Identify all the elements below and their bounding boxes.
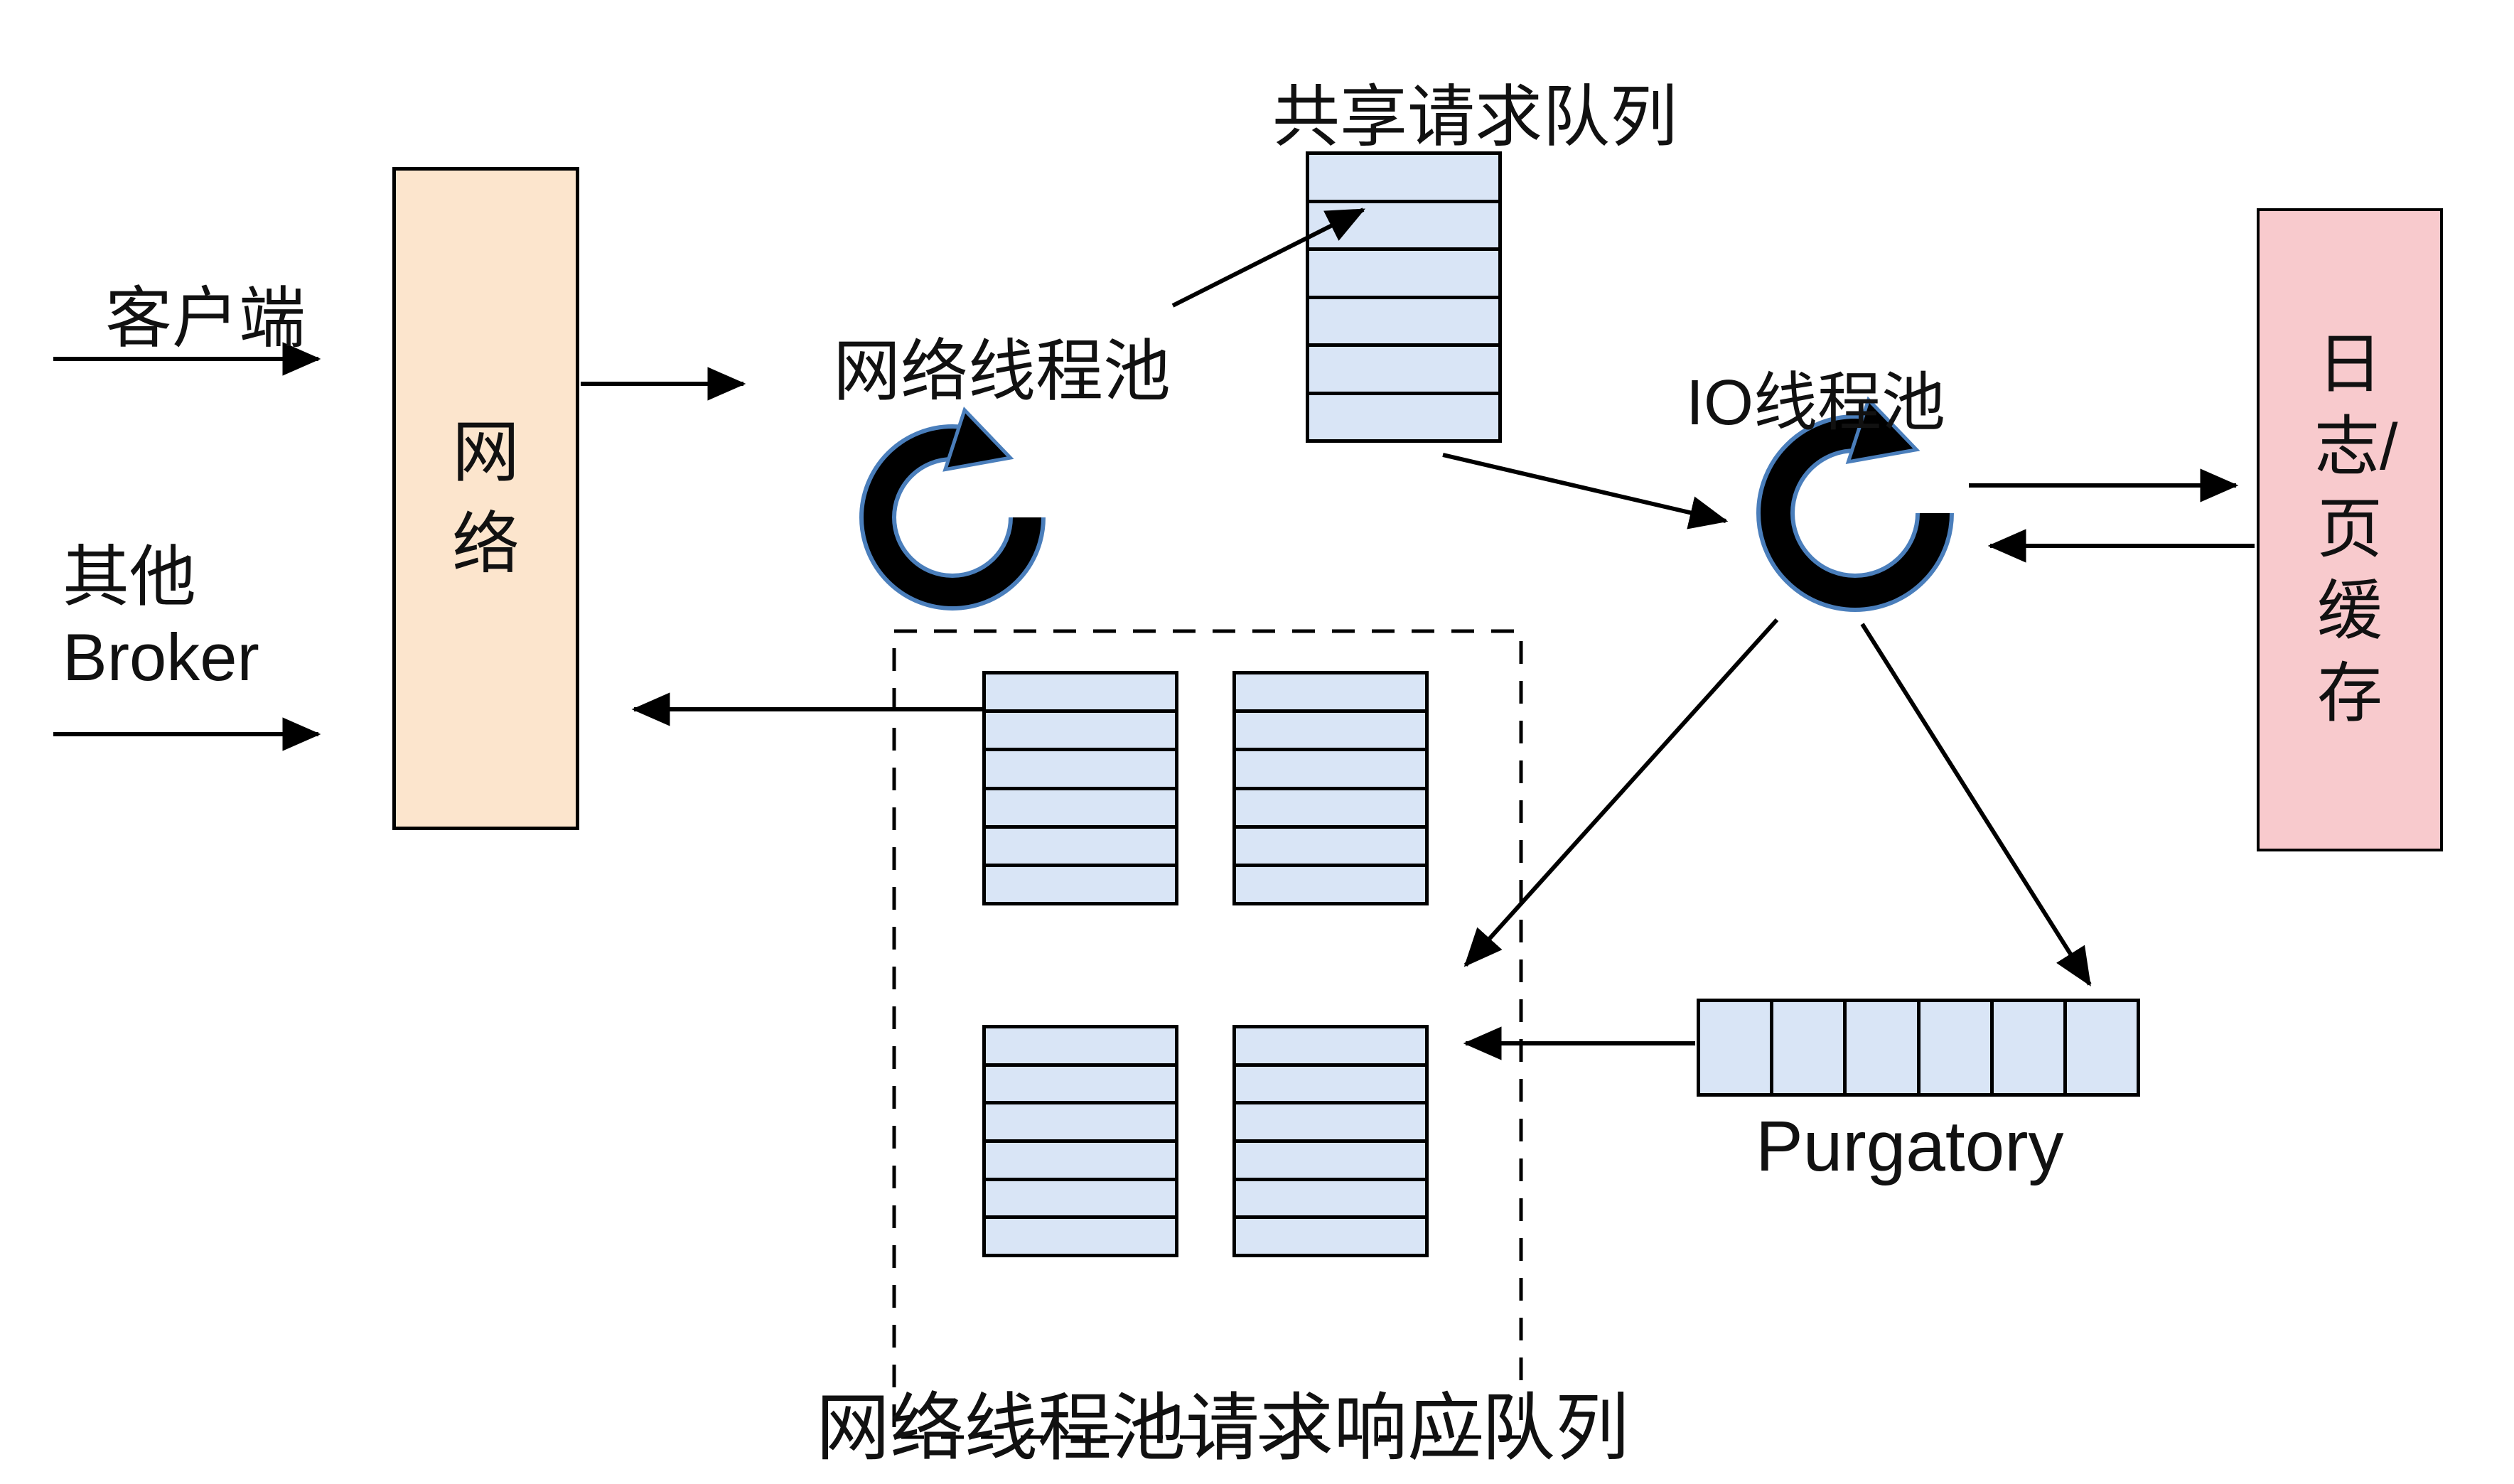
queue-cell (1236, 1101, 1425, 1140)
network-box: 网络 (392, 167, 579, 830)
queue-cell (1770, 1002, 1844, 1093)
network-box-label: 网络 (451, 415, 520, 582)
other-broker-line2: Broker (63, 619, 259, 694)
queue-cell (1236, 1215, 1425, 1254)
queue-cell (986, 674, 1175, 710)
queue-cell (1236, 1063, 1425, 1102)
purgatory-queue (1697, 999, 2140, 1097)
queue-cell (986, 1177, 1175, 1216)
queue-cell (1236, 863, 1425, 903)
arrow-io-to-response-queues (1463, 618, 1779, 967)
shared-request-queue-label: 共享请求队列 (1272, 80, 1678, 155)
queue-cell (986, 1101, 1175, 1140)
queue-cell (1916, 1002, 1990, 1093)
queue-cell (1700, 1002, 1771, 1093)
purgatory-label: Purgatory (1756, 1107, 2064, 1186)
queue-cell (986, 1028, 1175, 1063)
response-queue-3 (982, 1025, 1178, 1257)
queue-cell (1989, 1002, 2063, 1093)
queue-cell (986, 863, 1175, 903)
arrow-io-to-purgatory (1860, 623, 2092, 986)
queue-cell (1236, 748, 1425, 787)
other-broker-line1: 其他 (63, 539, 197, 614)
queue-cell (986, 748, 1175, 787)
queue-cell (1309, 247, 1498, 296)
io-pool-cycle-icon (1756, 396, 1954, 612)
arrow-threadpool-to-shared-queue (1171, 208, 1366, 308)
queue-cell (1309, 155, 1498, 200)
queue-cell (1843, 1002, 1917, 1093)
queue-cell (986, 1215, 1175, 1254)
response-queue-4 (1232, 1025, 1429, 1257)
response-queue-2 (1232, 671, 1429, 905)
queue-cell (1236, 1177, 1425, 1216)
response-queue-1 (982, 671, 1178, 905)
queue-cell (986, 709, 1175, 748)
queue-cell (986, 1063, 1175, 1102)
log-page-cache-label: 日志/页缓存 (2314, 328, 2398, 731)
io-thread-pool-label: IO线程池 (1686, 367, 1946, 439)
queue-cell (1236, 824, 1425, 864)
queue-cell (1309, 391, 1498, 439)
queue-cell (1236, 786, 1425, 825)
queue-cell (1309, 343, 1498, 392)
queue-cell (1236, 709, 1425, 748)
queue-cell (986, 786, 1175, 825)
queue-cell (1309, 295, 1498, 343)
queue-cell (1236, 1028, 1425, 1063)
network-pool-cycle-icon (859, 407, 1046, 611)
arrow-shared-queue-to-io-pool (1442, 453, 1729, 529)
queue-cell (1236, 674, 1425, 710)
network-thread-pool-label: 网络线程池 (833, 334, 1171, 409)
queue-cell (986, 824, 1175, 864)
log-page-cache-box: 日志/页缓存 (2257, 208, 2443, 851)
other-broker-label: 其他 Broker (63, 537, 259, 698)
queue-cell (986, 1139, 1175, 1178)
queue-cell (2063, 1002, 2137, 1093)
client-label: 客户端 (105, 281, 306, 355)
response-queues-label: 网络线程池请求响应队列 (816, 1387, 1630, 1470)
queue-cell (1236, 1139, 1425, 1178)
